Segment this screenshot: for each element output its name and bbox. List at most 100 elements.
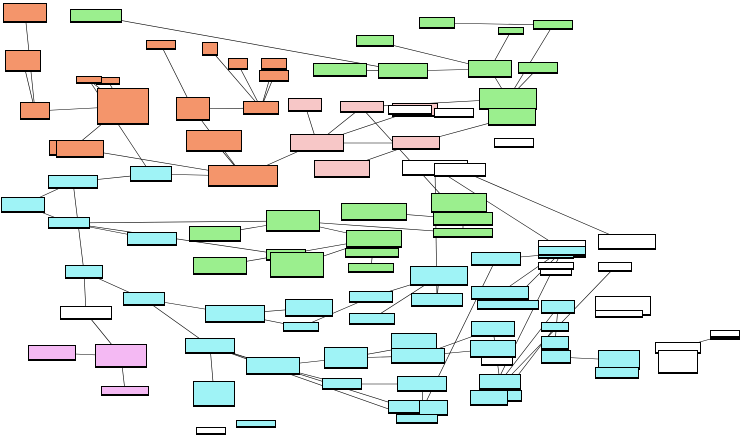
class-node-c37[interactable] xyxy=(471,252,521,266)
class-node-c10[interactable] xyxy=(285,299,333,317)
connector-w4-w6 xyxy=(434,167,563,250)
class-node-c35[interactable] xyxy=(595,367,639,379)
class-node-c5[interactable] xyxy=(127,232,177,246)
class-node-g24[interactable] xyxy=(193,257,247,275)
class-node-g14[interactable] xyxy=(341,203,407,221)
connector-o9-o12 xyxy=(237,63,262,109)
class-node-c4[interactable] xyxy=(48,217,90,229)
class-node-c44[interactable] xyxy=(396,414,438,424)
class-node-w7[interactable] xyxy=(598,234,656,250)
class-node-o13[interactable] xyxy=(76,76,102,84)
class-node-o11[interactable] xyxy=(259,70,289,82)
class-node-o12[interactable] xyxy=(243,101,279,115)
class-node-g23[interactable] xyxy=(345,248,399,258)
class-node-c2[interactable] xyxy=(48,175,98,189)
class-node-c26[interactable] xyxy=(471,321,515,337)
class-node-c7[interactable] xyxy=(60,306,112,320)
class-node-c32[interactable] xyxy=(541,336,569,350)
class-node-c16[interactable] xyxy=(185,338,235,354)
class-node-g15[interactable] xyxy=(431,193,487,213)
class-node-w3[interactable] xyxy=(494,138,534,148)
class-node-c39[interactable] xyxy=(471,286,529,300)
class-node-g17[interactable] xyxy=(433,228,493,238)
class-node-g2[interactable] xyxy=(313,63,367,77)
class-node-w12[interactable] xyxy=(196,427,226,435)
class-node-p5[interactable] xyxy=(314,160,370,178)
class-node-g3[interactable] xyxy=(356,35,394,47)
class-node-c8[interactable] xyxy=(123,292,165,306)
class-node-c49[interactable] xyxy=(710,330,740,338)
class-node-o7[interactable] xyxy=(146,40,176,50)
class-node-o2[interactable] xyxy=(5,50,41,72)
class-node-c11[interactable] xyxy=(283,322,319,332)
class-node-o16[interactable] xyxy=(56,140,104,158)
class-node-c3[interactable] xyxy=(1,197,45,213)
class-node-p4[interactable] xyxy=(290,134,344,152)
class-node-g11[interactable] xyxy=(488,108,536,126)
class-node-c9[interactable] xyxy=(205,305,265,323)
class-node-c18[interactable] xyxy=(193,381,235,407)
class-node-g22[interactable] xyxy=(270,252,324,278)
class-node-c30[interactable] xyxy=(541,300,575,314)
class-node-c40[interactable] xyxy=(477,300,539,310)
class-node-c27[interactable] xyxy=(470,340,516,358)
class-node-o6[interactable] xyxy=(97,88,149,125)
class-node-c19[interactable] xyxy=(236,420,276,428)
class-node-o3[interactable] xyxy=(20,102,50,120)
class-node-g6[interactable] xyxy=(468,60,512,78)
class-node-g21[interactable] xyxy=(348,263,394,273)
class-node-c31[interactable] xyxy=(541,322,569,332)
class-node-o17[interactable] xyxy=(208,165,278,187)
class-node-p6[interactable] xyxy=(392,136,440,150)
class-node-w1[interactable] xyxy=(388,105,432,115)
class-node-o1[interactable] xyxy=(3,3,47,23)
class-node-g8[interactable] xyxy=(533,20,573,30)
class-node-c28[interactable] xyxy=(479,374,521,390)
class-node-g10[interactable] xyxy=(518,62,558,74)
class-node-c41[interactable] xyxy=(538,246,586,256)
class-node-g16[interactable] xyxy=(433,212,493,226)
connector-c4-g13 xyxy=(68,222,287,256)
class-node-g5[interactable] xyxy=(419,17,455,29)
class-node-c14[interactable] xyxy=(411,293,463,307)
class-node-m1[interactable] xyxy=(28,345,76,361)
class-node-g20[interactable] xyxy=(189,226,241,242)
class-node-c17[interactable] xyxy=(246,357,300,375)
class-node-g19[interactable] xyxy=(346,230,402,248)
class-node-m2[interactable] xyxy=(95,344,147,368)
class-node-g9[interactable] xyxy=(479,88,537,110)
class-node-w5[interactable] xyxy=(434,163,486,177)
class-node-g4[interactable] xyxy=(378,63,428,79)
class-node-c46[interactable] xyxy=(595,310,643,318)
connector-w5-w7 xyxy=(459,169,628,243)
class-node-c20[interactable] xyxy=(324,347,368,369)
class-node-p1[interactable] xyxy=(288,98,322,112)
class-node-p2[interactable] xyxy=(340,101,384,113)
class-node-m3[interactable] xyxy=(101,386,149,396)
class-node-o8[interactable] xyxy=(202,42,218,56)
class-node-o15[interactable] xyxy=(186,130,242,152)
class-node-w9[interactable] xyxy=(598,262,632,272)
class-node-c6[interactable] xyxy=(65,265,103,279)
class-node-c48[interactable] xyxy=(658,350,698,374)
class-node-o9[interactable] xyxy=(228,58,248,70)
class-node-c21[interactable] xyxy=(322,378,362,390)
class-node-c33[interactable] xyxy=(541,350,571,364)
class-node-c1[interactable] xyxy=(130,166,172,182)
class-node-g1[interactable] xyxy=(70,9,122,23)
class-node-c23[interactable] xyxy=(391,348,445,364)
class-node-g7[interactable] xyxy=(498,27,524,35)
class-node-o10[interactable] xyxy=(261,58,287,70)
connector-c16-c44 xyxy=(209,345,418,420)
class-node-c12[interactable] xyxy=(349,291,393,303)
class-node-g18[interactable] xyxy=(266,210,320,232)
class-node-c13[interactable] xyxy=(410,266,468,286)
class-node-c24[interactable] xyxy=(397,376,447,392)
class-node-o14[interactable] xyxy=(176,97,210,121)
class-node-c43[interactable] xyxy=(388,400,420,414)
class-node-c42[interactable] xyxy=(470,390,508,406)
class-node-c47[interactable] xyxy=(538,262,574,270)
class-node-c15[interactable] xyxy=(349,313,395,325)
class-node-w2[interactable] xyxy=(434,108,474,118)
